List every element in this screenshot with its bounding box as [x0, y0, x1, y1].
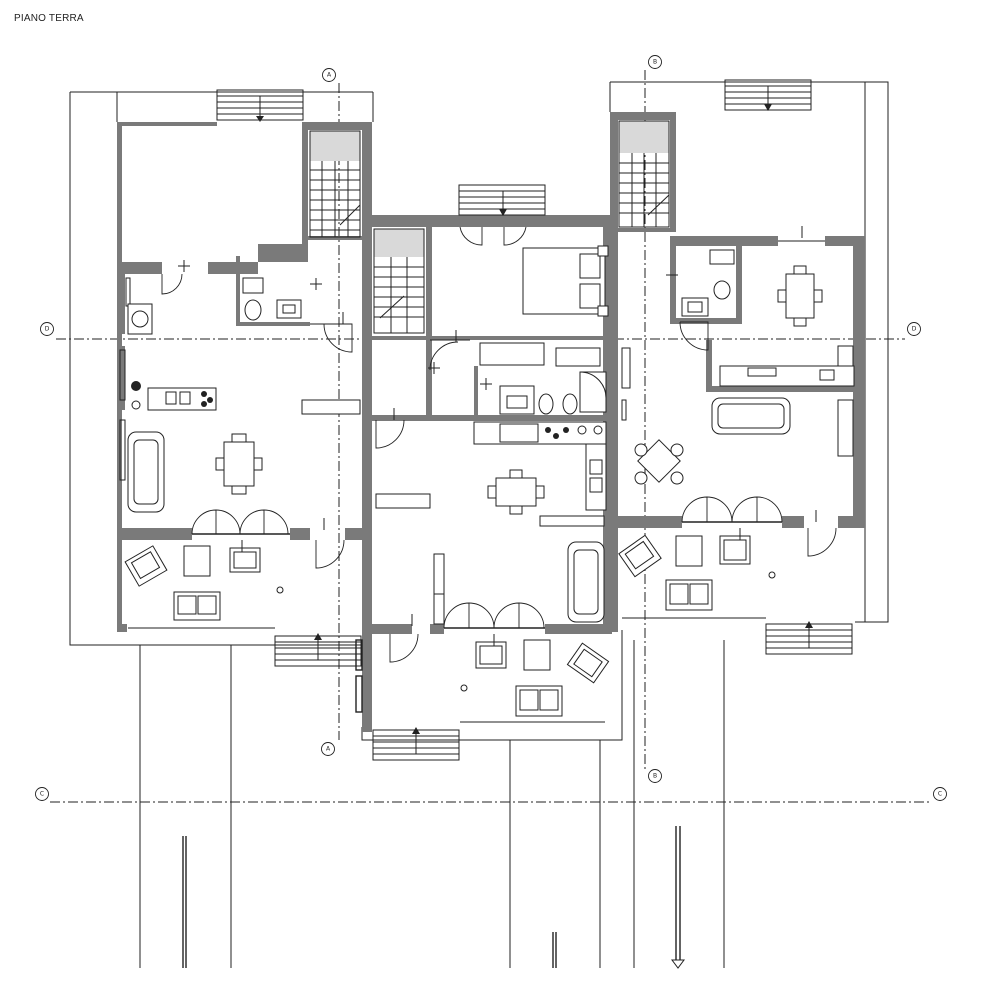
stair-center	[373, 228, 425, 334]
axis-bubble-c-left: C	[35, 787, 49, 801]
steps-center-bottom	[372, 727, 460, 761]
axis-bubble-d-left: D	[40, 322, 54, 336]
steps-center-top	[458, 184, 546, 216]
stair-right	[618, 120, 670, 228]
axis-label-b-top: B	[653, 59, 657, 66]
axis-bubble-a-bottom: A	[321, 742, 335, 756]
walls	[117, 112, 865, 732]
steps-left-bottom	[274, 633, 362, 667]
axis-bubble-a-top: A	[322, 68, 336, 82]
axis-label-d-left: D	[45, 326, 50, 333]
steps-right-bottom	[765, 621, 853, 655]
axis-bubble-b-top: B	[648, 55, 662, 69]
staircases	[309, 120, 670, 334]
door-left-entry	[161, 273, 183, 295]
axis-label-c-right: C	[938, 791, 942, 798]
axis-bubble-c-right: C	[933, 787, 947, 801]
steps-right-top	[724, 79, 812, 111]
exterior-steps	[216, 79, 853, 761]
axis-bubble-b-bottom: B	[648, 769, 662, 783]
axis-label-b-bottom: B	[653, 773, 657, 780]
steps-left-top	[216, 89, 304, 122]
doors	[161, 226, 837, 663]
axis-bubble-d-right: D	[907, 322, 921, 336]
furniture-left-unit	[124, 277, 361, 621]
furniture-right-unit	[618, 249, 855, 611]
stair-left	[309, 130, 361, 238]
axis-label-d-right: D	[912, 326, 917, 333]
axis-label-a-top: A	[327, 72, 332, 79]
level-markers	[178, 226, 817, 692]
plan-title: PIANO TERRA	[14, 13, 84, 24]
axis-label-c-left: C	[40, 791, 44, 798]
furniture-center-unit	[375, 245, 610, 717]
axis-bubbles: A A B B D D C C	[35, 55, 947, 801]
axis-label-a-bottom: A	[326, 746, 331, 753]
outer-boundaries	[69, 81, 889, 969]
